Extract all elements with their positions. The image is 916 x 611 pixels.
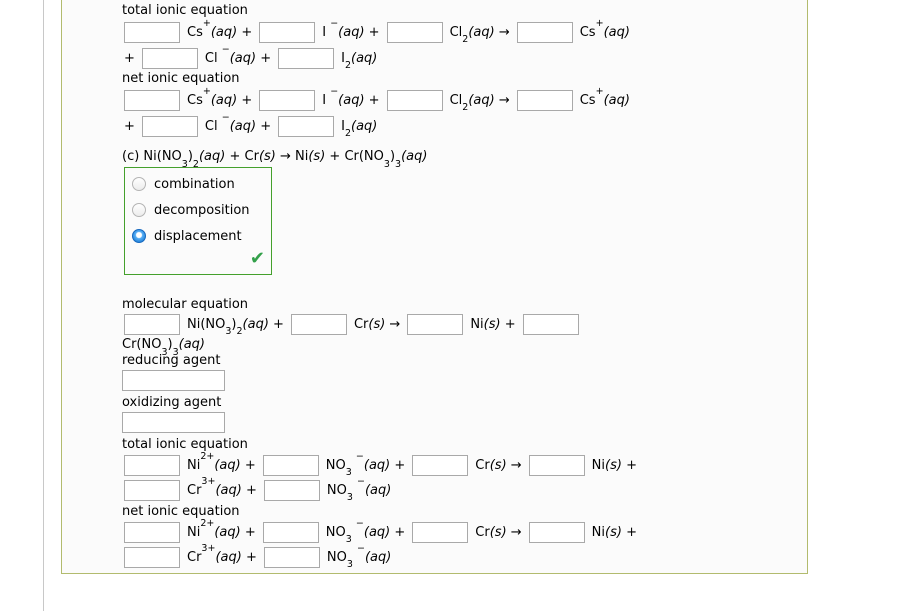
formula-text: Cl2(aq) → xyxy=(449,24,510,46)
formula-text: Cr(s) → xyxy=(475,524,522,540)
coefficient-input[interactable] xyxy=(412,521,469,543)
left-divider-line xyxy=(43,0,44,611)
formula-text: NO3 −(aq) + xyxy=(325,451,406,479)
formula-text: + xyxy=(124,50,135,66)
coefficient-input[interactable] xyxy=(124,454,180,476)
coefficient-input[interactable] xyxy=(407,313,464,335)
equation-section-label: total ionic equation xyxy=(122,3,248,18)
formula-text: Cr(s) → xyxy=(475,457,522,473)
coefficient-input[interactable] xyxy=(259,21,316,43)
formula-text: Cr3+(aq) + xyxy=(187,543,257,565)
coefficient-input[interactable] xyxy=(516,89,573,111)
radio-option-label: displacement xyxy=(154,228,242,244)
formula-text: NO3 −(aq) xyxy=(326,476,392,504)
correct-checkmark-icon: ✔ xyxy=(249,248,265,269)
equation-row: Cr3+(aq) + NO3 −(aq) xyxy=(122,543,807,571)
radio-button-displacement[interactable] xyxy=(132,229,146,243)
equation-row: + Cl −(aq) + I2(aq) xyxy=(122,44,807,72)
coefficient-input[interactable] xyxy=(124,21,180,43)
reaction-type-option-combination[interactable]: combination xyxy=(132,176,271,192)
coefficient-input[interactable] xyxy=(528,454,585,476)
formula-text: I2(aq) xyxy=(341,50,378,72)
coefficient-input[interactable] xyxy=(124,479,180,501)
reaction-type-options: combination decomposition displacement xyxy=(125,176,271,244)
coefficient-input[interactable] xyxy=(522,313,579,335)
formula-text: I −(aq) + xyxy=(322,86,380,108)
equation-row: Cs+(aq) + I −(aq) + Cl2(aq) → Cs+(aq) xyxy=(122,86,807,114)
formula-text: Cs+(aq) xyxy=(579,18,630,40)
formula-text: Ni(NO3)2(aq) + xyxy=(187,316,284,338)
formula-text: Cl −(aq) + xyxy=(204,112,272,134)
coefficient-input[interactable] xyxy=(278,47,335,69)
equation-row: + Cl −(aq) + I2(aq) xyxy=(122,112,807,140)
formula-text: I2(aq) xyxy=(341,118,378,140)
coefficient-input[interactable] xyxy=(124,521,180,543)
radio-button-combination[interactable] xyxy=(132,177,146,191)
molecular-equation-label: molecular equation xyxy=(122,297,249,312)
formula-text: Ni(s) + xyxy=(591,457,637,473)
radio-button-decomposition[interactable] xyxy=(132,203,146,217)
coefficient-input[interactable] xyxy=(263,479,320,501)
coefficient-input[interactable] xyxy=(124,89,180,111)
equation-row: Cs+(aq) + I −(aq) + Cl2(aq) → Cs+(aq) xyxy=(122,18,807,46)
formula-text: NO3 −(aq) xyxy=(326,543,392,571)
equation-row: Cr3+(aq) + NO3 −(aq) xyxy=(122,476,807,504)
reducing-agent-section: reducing agent xyxy=(122,353,807,391)
equation-row: Ni2+(aq) + NO3 −(aq) + Cr(s) → Ni(s) + xyxy=(122,518,807,546)
reducing-agent-input[interactable] xyxy=(122,370,225,391)
radio-option-label: decomposition xyxy=(154,202,250,218)
coefficient-input[interactable] xyxy=(262,454,319,476)
coefficient-input[interactable] xyxy=(262,521,319,543)
coefficient-input[interactable] xyxy=(141,115,198,137)
coefficient-input[interactable] xyxy=(528,521,585,543)
coefficient-input[interactable] xyxy=(141,47,198,69)
radio-option-label: combination xyxy=(154,176,235,192)
coefficient-input[interactable] xyxy=(386,89,443,111)
formula-text: Cl −(aq) + xyxy=(204,44,272,66)
coefficient-input[interactable] xyxy=(516,21,573,43)
formula-text: Cs+(aq) + xyxy=(187,18,253,40)
oxidizing-agent-label: oxidizing agent xyxy=(122,395,222,410)
formula-text: Cr3+(aq) + xyxy=(187,476,257,498)
coefficient-input[interactable] xyxy=(124,313,180,335)
coefficient-input[interactable] xyxy=(124,546,180,568)
formula-text: Ni2+(aq) + xyxy=(187,451,256,473)
reaction-type-option-displacement[interactable]: displacement xyxy=(132,228,271,244)
equation-section-label: net ionic equation xyxy=(122,504,240,519)
formula-text: Ni(s) + xyxy=(591,524,637,540)
formula-text: Cl2(aq) → xyxy=(449,92,510,114)
equation-section-label: net ionic equation xyxy=(122,71,240,86)
oxidizing-agent-input[interactable] xyxy=(122,412,225,433)
oxidizing-agent-section: oxidizing agent xyxy=(122,395,807,433)
coefficient-input[interactable] xyxy=(278,115,335,137)
coefficient-input[interactable] xyxy=(412,454,469,476)
formula-text: Ni(s) + xyxy=(470,316,516,332)
coefficient-input[interactable] xyxy=(386,21,443,43)
reducing-agent-label: reducing agent xyxy=(122,353,221,368)
formula-text: Ni2+(aq) + xyxy=(187,518,256,540)
molecular-equation-row: Ni(NO3)2(aq) + Cr(s) → Ni(s) + xyxy=(122,313,807,338)
equation-section-label: total ionic equation xyxy=(122,437,248,452)
coefficient-input[interactable] xyxy=(263,546,320,568)
formula-text: Cs+(aq) + xyxy=(187,86,253,108)
equation-row: Ni2+(aq) + NO3 −(aq) + Cr(s) → Ni(s) + xyxy=(122,451,807,479)
coefficient-input[interactable] xyxy=(290,313,347,335)
formula-text: + xyxy=(124,118,135,134)
formula-text: Cr(s) → xyxy=(353,316,401,332)
question-c-text: (c) Ni(NO3)2(aq) + Cr(s) → Ni(s) + Cr(NO… xyxy=(122,149,428,170)
coefficient-input[interactable] xyxy=(259,89,316,111)
reaction-type-selector-box: combination decomposition displacement ✔ xyxy=(124,167,272,275)
molecular-equation-continuation: Cr(NO3)3(aq) xyxy=(122,337,205,358)
reaction-type-option-decomposition[interactable]: decomposition xyxy=(132,202,271,218)
formula-text: Cs+(aq) xyxy=(579,86,630,108)
formula-text: I −(aq) + xyxy=(322,18,380,40)
formula-text: NO3 −(aq) + xyxy=(325,518,406,546)
